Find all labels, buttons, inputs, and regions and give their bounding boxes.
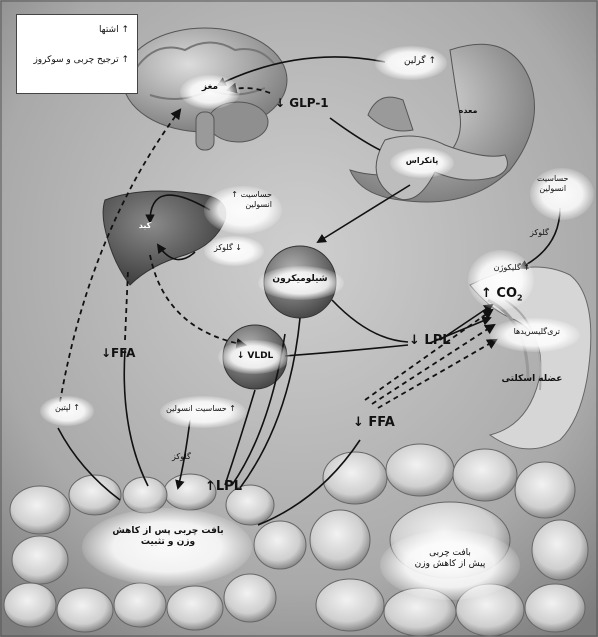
stomach-label: معده <box>459 106 478 116</box>
glycogen-label: ↑ گلیکوژن <box>494 263 530 273</box>
liver-insulin-sensitivity-line-1: حساسیت ↑ <box>231 190 272 200</box>
skeletal-muscle-label: عضله اسکلتی <box>502 374 563 385</box>
legend-box: ↑ اشتها ↑ ترجیح چربی و سوکروز <box>16 14 138 94</box>
adipose-before-label: بافت چربی پیش از کاهش وزن <box>415 548 486 571</box>
adipose-after-line-2: وزن و تثبیت <box>112 537 223 548</box>
co2-label: ↑ CO2 <box>481 286 523 304</box>
adipose-glucose-label: گلوکز <box>172 452 191 462</box>
chylomicron-label: شیلومیکرون <box>272 274 327 285</box>
adipose-before-line-1: بافت چربی <box>415 548 486 559</box>
pancreas-label: پانکراس <box>406 156 438 166</box>
muscle-insulin-sensitivity-line-1: حساسیت <box>537 174 569 184</box>
adipose-before-line-2: پیش از کاهش وزن <box>415 559 486 570</box>
liver-label: کبد <box>139 221 152 231</box>
glp1-label: ↓ GLP-1 <box>275 96 329 111</box>
muscle-insulin-sensitivity-line-2: انسولین <box>537 184 569 194</box>
adipose-after-line-1: بافت چربی پس از کاهش <box>112 526 223 537</box>
leptin-label: ↑ لپتین <box>55 403 80 413</box>
brain-label: مغز <box>202 82 218 93</box>
liver-insulin-sensitivity-label: حساسیت ↑ انسولین <box>231 190 272 210</box>
vldl-label: ↓ VLDL <box>237 351 274 362</box>
lpl-muscle-label: ↓ LPL <box>409 333 451 349</box>
lpl-adipose-label: ↑LPL <box>205 479 242 495</box>
ffa-muscle-label: ↓ FFA <box>353 415 395 431</box>
legend-appetite: ↑ اشتها <box>99 25 129 36</box>
ffa-liver-label: ↓FFA <box>101 346 135 361</box>
legend-fat-sucrose-preference: ↑ ترجیح چربی و سوکروز <box>33 55 129 66</box>
liver-insulin-sensitivity-line-2: انسولین <box>231 200 272 210</box>
ghrelin-label: ↑ گرلین <box>404 56 436 67</box>
muscle-insulin-sensitivity-label: حساسیت انسولین <box>537 174 569 194</box>
co2-text: ↑ CO <box>481 286 517 301</box>
adipose-insulin-sensitivity-label: ↑ حساسیت انسولین <box>166 404 236 414</box>
muscle-glucose-label: گلوکز <box>530 228 549 238</box>
adipose-after-label: بافت چربی پس از کاهش وزن و تثبیت <box>112 526 223 549</box>
triglycerides-label: تری‌گلیسریدها <box>514 327 560 337</box>
liver-glucose-label: ↓ گلوکز <box>214 243 242 253</box>
co2-subscript: 2 <box>517 294 523 303</box>
